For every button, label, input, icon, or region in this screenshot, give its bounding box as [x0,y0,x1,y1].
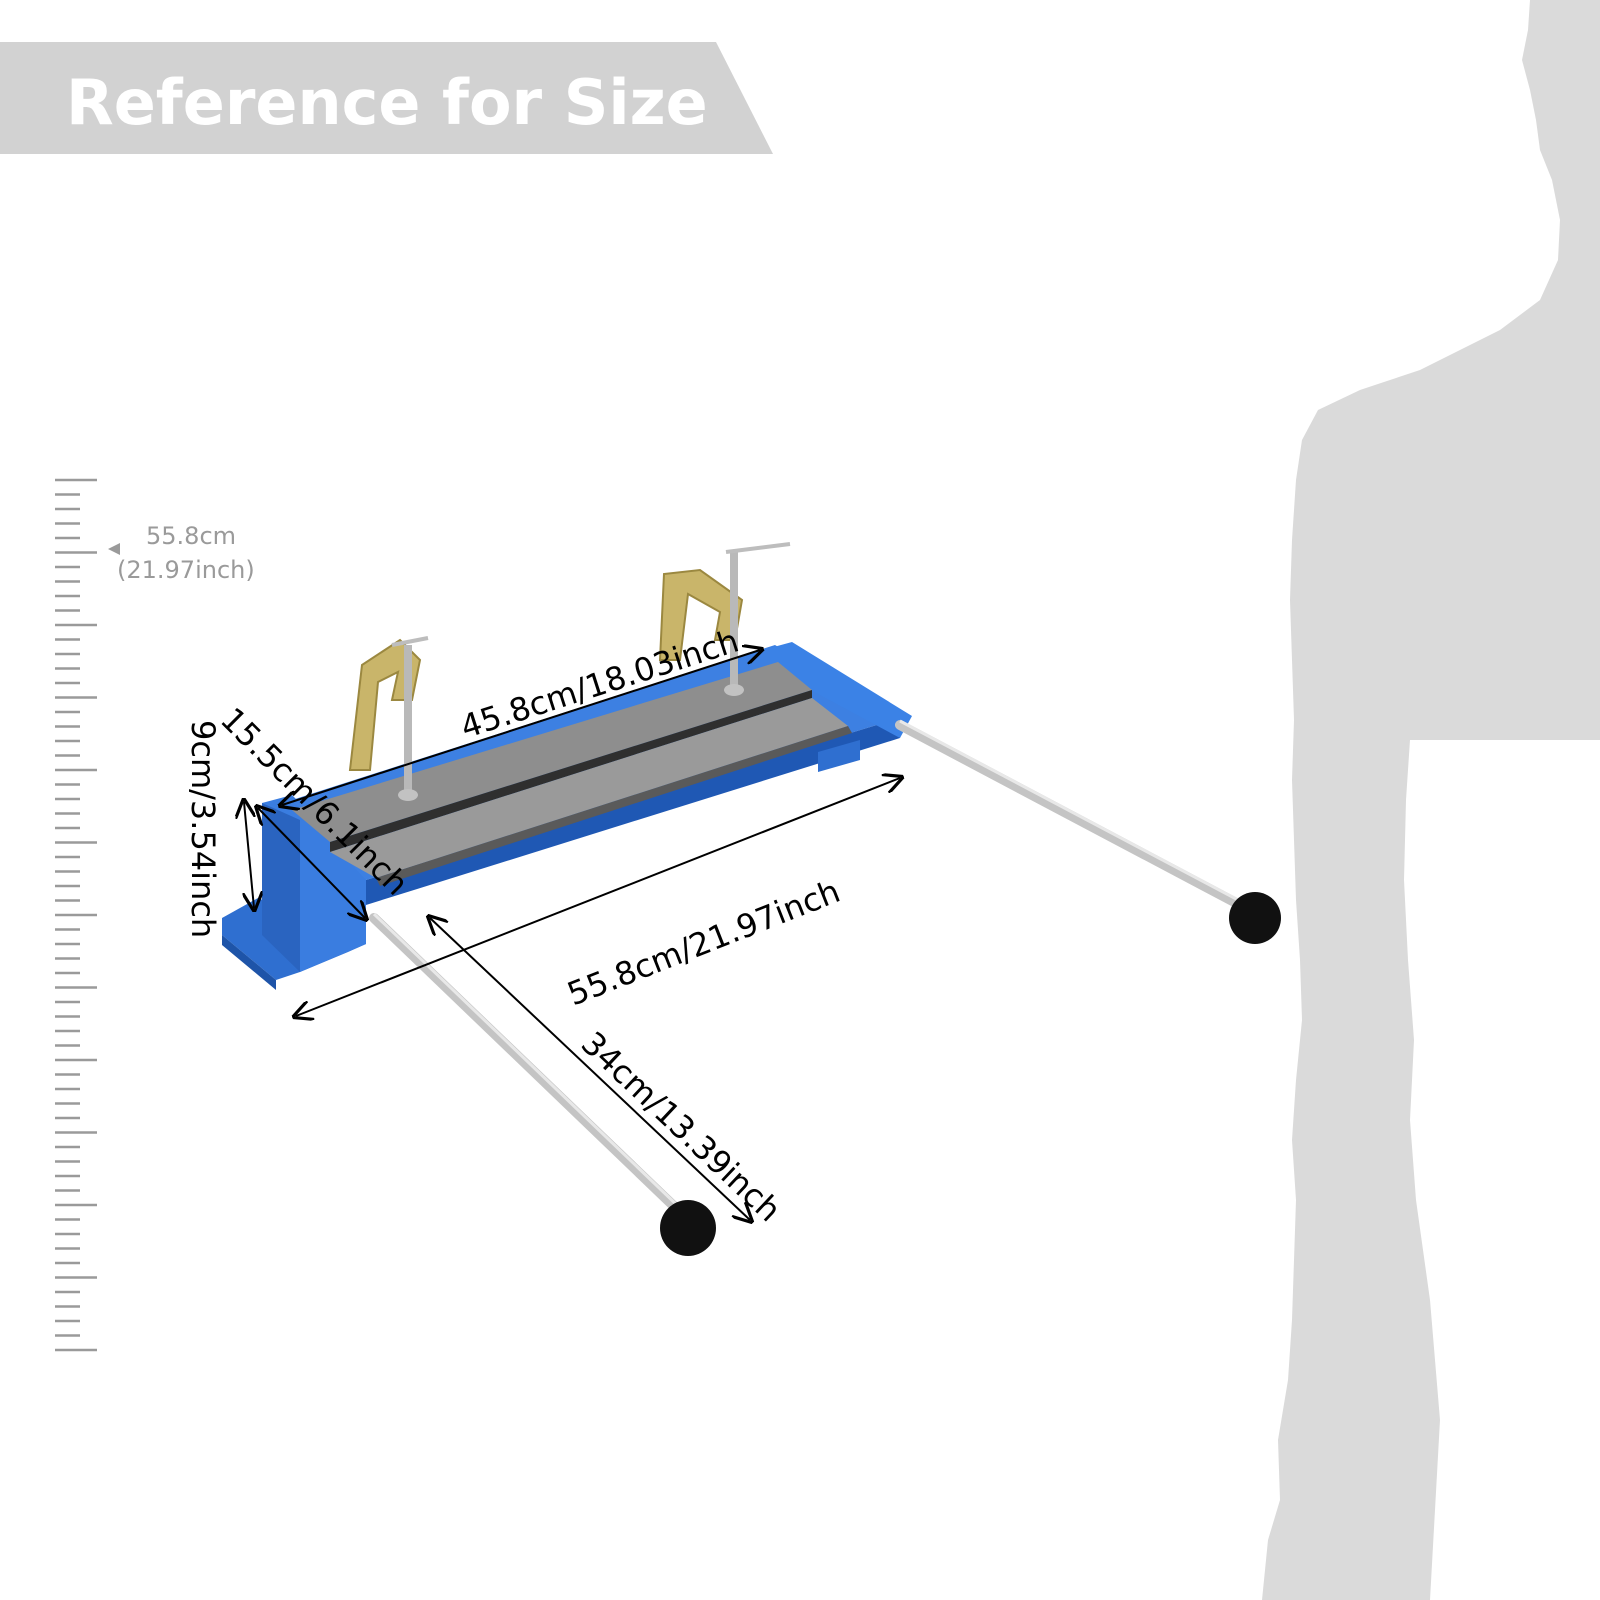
dim-arrow-handle-length [430,918,750,1220]
ruler-height-cm: 55.8cm [146,522,237,550]
ruler-pointer-icon [108,543,120,555]
c-clamp-right [658,568,744,661]
sheet-metal-bender [222,542,1281,1256]
ruler-height-inch: (21.97inch) [117,556,255,584]
handle-knob-left [660,1200,716,1256]
page-title: Reference for Size [66,66,708,139]
dim-arrow-height [244,802,254,908]
height-ruler [55,478,97,1352]
handle-rod-right [895,720,1245,910]
title-banner [0,42,773,154]
handle-knob-right [1229,892,1281,944]
human-silhouette [1262,0,1600,1600]
base-side-right [770,642,912,738]
label-height: 9cm/3.54inch [184,720,222,939]
dim-arrow-total-length [296,778,900,1016]
